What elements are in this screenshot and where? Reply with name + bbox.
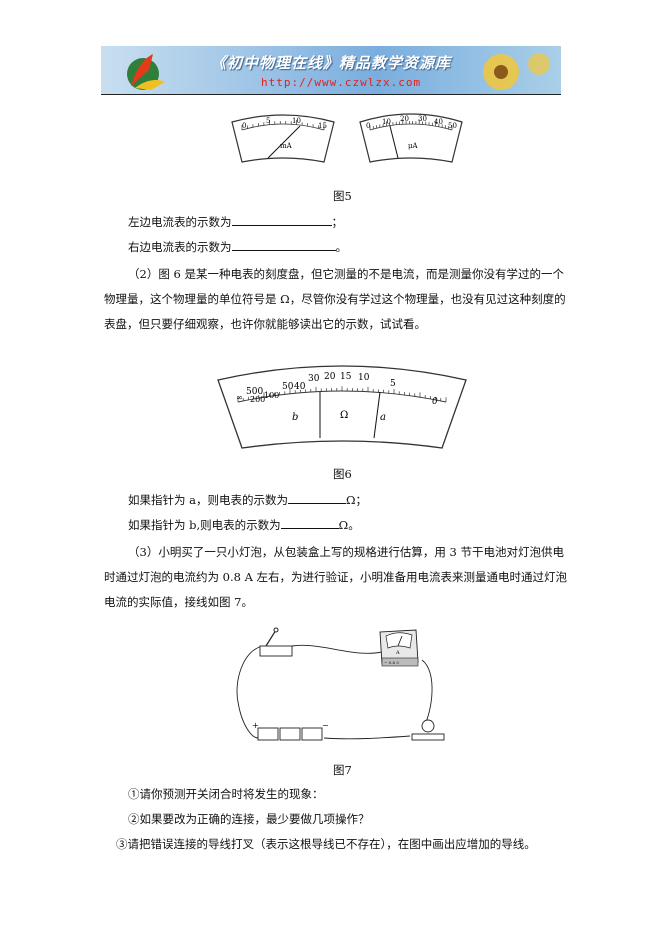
- fig6-ohmmeter-dial: ∞ 500 200 100 50 40 30 20 15 10 5 0 b Ω …: [217, 365, 467, 449]
- fig7-wire-bottom: [323, 735, 411, 740]
- fig7-ammeter-unit: A: [395, 650, 400, 656]
- fig5-caption: 图5: [333, 189, 352, 203]
- fig5-right-tick: 10: [382, 118, 391, 126]
- fig7-batteries: + −: [252, 721, 329, 741]
- sub-question-1: ①请你预测开关闭合时将发生的现象：: [128, 787, 324, 801]
- q1-right-end: 。: [335, 240, 348, 254]
- fig5-left-tick: 5: [266, 117, 270, 125]
- q3-line-1: （3）小明买了一只小灯泡，从包装盒上写的规格进行估算，用 3 节干电池对灯泡供电: [128, 545, 564, 559]
- fig7-ammeter-terminals: − 0.6 3: [384, 660, 399, 665]
- q2-b-label: 如果指针为 b,则电表的示数为: [128, 518, 281, 532]
- fig5-right-tick: 40: [434, 118, 443, 126]
- fig5-right-tick: 20: [400, 115, 409, 123]
- header-banner: 《初中物理在线》精品教学资源库 http://www.czwlzx.com: [101, 46, 561, 94]
- fig7-circuit: A − 0.6 3 + −: [236, 627, 445, 741]
- fig6-scale-label: 5: [390, 379, 396, 389]
- fig7-wire-right: [421, 659, 433, 727]
- fig7-caption: 图7: [333, 763, 352, 777]
- fig6-scale-label: 10: [358, 373, 370, 383]
- fig5-left-tick: 15: [318, 122, 327, 130]
- q1-left-end: ；: [331, 215, 344, 229]
- fig6-scale-label: 20: [324, 372, 336, 382]
- fig6-scale-label: 500: [246, 387, 263, 397]
- fig6-scale-label: ∞: [236, 393, 243, 402]
- q2-b-blank[interactable]: [280, 516, 339, 529]
- fig7-ammeter: A − 0.6 3: [379, 629, 419, 667]
- sub-question-2: ②如果要改为正确的连接，最少要做几项操作？: [128, 812, 370, 826]
- q2-line-3: 表盘，但只要仔细观察，也许你就能够读出它的示数，试试看。: [104, 317, 426, 331]
- fig5-left-unit: mA: [280, 142, 293, 150]
- q2-b-line: 如果指针为 b,则电表的示数为 Ω。: [128, 516, 360, 533]
- fig6-scale-label: 15: [340, 372, 352, 382]
- q2-a-line: 如果指针为 a，则电表的示数为 Ω；: [128, 491, 367, 508]
- fig5-right-unit: μA: [408, 142, 419, 150]
- banner-title: 《初中物理在线》精品教学资源库: [211, 54, 452, 72]
- fig7-minus: −: [322, 721, 329, 730]
- sub-question-3: ③请把错误连接的导线打叉（表示这根导线已不存在），在图中画出应增加的导线。: [116, 837, 536, 851]
- q3-line-2: 时通过灯泡的电流约为 0.8 A 左右，为进行验证，小明准备用电流表来测量通电时…: [104, 570, 568, 584]
- fig6-scale-label: 40: [294, 382, 306, 392]
- q2-b-unit: Ω。: [338, 518, 360, 532]
- q2-a-label: 如果指针为 a，则电表的示数为: [128, 493, 289, 507]
- q1-left-line: 左边电流表的示数为 ；: [128, 213, 343, 230]
- header-rule: [101, 94, 561, 95]
- fig5-left-meter: 0 5 10 15 mA: [231, 114, 335, 163]
- fig6-region-a: a: [380, 412, 386, 423]
- q2-a-blank[interactable]: [288, 491, 347, 504]
- q3-line-3: 电流的实际值，接线如图 7。: [104, 595, 253, 609]
- fig5-right-tick: 0: [366, 122, 370, 130]
- fig7-lamp: [411, 719, 445, 741]
- fig6-scale-label: 50: [282, 382, 294, 392]
- fig6-scale-label: 100: [264, 391, 279, 400]
- fig7-wire-left: [236, 645, 263, 739]
- banner-decoration: [127, 53, 550, 90]
- fig5-left-tick: 0: [242, 122, 246, 130]
- fig7-wire-top: [291, 644, 383, 654]
- fig5-right-tick: 30: [418, 115, 427, 123]
- fig5-right-tick: 50: [448, 122, 457, 130]
- fig6-scale-label: 30: [308, 374, 320, 384]
- q1-left-blank[interactable]: [231, 213, 332, 226]
- fig6-region-ohm: Ω: [340, 410, 348, 421]
- q1-right-label: 右边电流表的示数为: [128, 240, 232, 254]
- fig5-right-meter: 0 10 20 30 40 50 μA: [359, 113, 463, 163]
- fig6-region-b: b: [292, 412, 298, 423]
- q1-right-blank[interactable]: [231, 238, 336, 251]
- q1-right-line: 右边电流表的示数为 。: [128, 238, 347, 255]
- q2-line-1: （2）图 6 是某一种电表的刻度盘，但它测量的不是电流，而是测量你没有学过的一个: [128, 267, 564, 281]
- fig6-scale-label: 200: [250, 395, 265, 404]
- fig6-caption: 图6: [333, 467, 352, 481]
- fig6-scale-label: 0: [432, 397, 438, 407]
- q2-line-2: 物理量，这个物理量的单位符号是 Ω，尽管你没有学过这个物理量，也没有见过这种刻度…: [104, 292, 566, 306]
- fig7-plus: +: [252, 721, 259, 730]
- q2-a-unit: Ω；: [346, 493, 368, 507]
- fig5-left-tick: 10: [292, 117, 301, 125]
- banner-url[interactable]: http://www.czwlzx.com: [261, 76, 422, 89]
- q1-left-label: 左边电流表的示数为: [128, 215, 232, 229]
- fig7-switch: [259, 627, 293, 657]
